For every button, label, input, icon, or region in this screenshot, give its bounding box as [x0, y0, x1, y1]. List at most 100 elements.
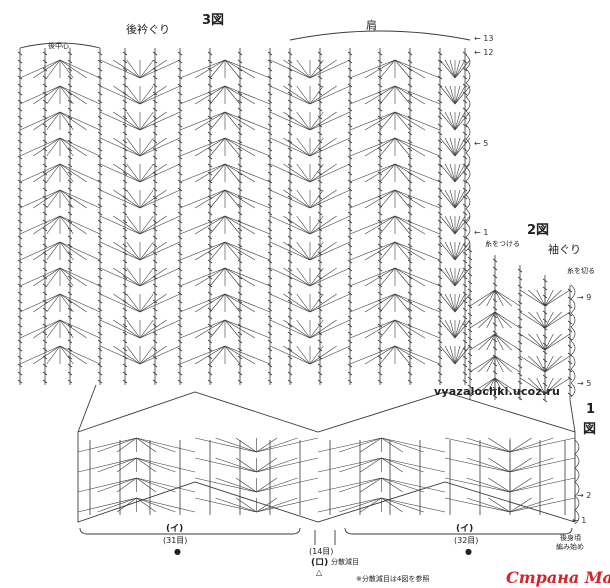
edge-chain-loop: [465, 194, 471, 210]
stitch-tick: [347, 187, 353, 192]
stitch-tick: [287, 155, 293, 160]
stitch-fan-line: [283, 137, 311, 157]
stitch-fan-line: [126, 189, 141, 209]
stitch-fan-line: [394, 215, 426, 235]
stitch-tick: [42, 139, 48, 144]
stitch-fan-line: [283, 59, 311, 79]
stitch-fan-line: [194, 457, 257, 473]
stitch-tick: [437, 307, 443, 312]
stitch-fan-line: [469, 311, 496, 329]
stitch-tick: [567, 384, 573, 389]
stitch-fan-line: [454, 293, 471, 313]
stitch-tick: [67, 371, 73, 376]
stitch-tick: [67, 155, 73, 160]
stitch-tick: [462, 339, 468, 344]
stitch-fan-line: [454, 85, 466, 105]
stitch-fan-line: [59, 111, 101, 131]
stitch-tick: [67, 67, 73, 72]
stitch-tick: [122, 331, 128, 336]
stitch-tick: [177, 347, 183, 352]
stitch-tick: [237, 243, 243, 248]
stitch-fan-line: [309, 111, 351, 131]
stitch-tick: [67, 379, 73, 384]
stitch-fan-line: [209, 59, 226, 79]
stitch-tick: [152, 195, 158, 200]
stitch-tick: [347, 227, 353, 232]
stitch-fan-line: [139, 293, 167, 313]
stitch-tick: [462, 187, 468, 192]
stitch-tick: [17, 211, 23, 216]
stitch-fan-line: [113, 241, 141, 261]
stitch-fan-line: [309, 85, 324, 105]
stitch-tick: [42, 123, 48, 128]
stitch-fan-line: [126, 319, 141, 339]
stitch-fan-line: [296, 241, 311, 261]
stitch-tick: [317, 371, 323, 376]
stitch-tick: [207, 331, 213, 336]
stitch-tick: [97, 259, 103, 264]
stitch-tick: [207, 379, 213, 384]
stitch-fan-line: [296, 85, 311, 105]
stitch-fan-line: [454, 215, 461, 235]
stitch-fan-line: [536, 311, 546, 329]
stitch-tick: [287, 99, 293, 104]
stitch-fan-line: [494, 333, 512, 351]
stitch-fan-line: [19, 319, 61, 339]
stitch-fan-line: [256, 477, 298, 493]
stitch-fan-line: [379, 111, 396, 131]
stitch-tick: [437, 107, 443, 112]
stitch-fan-line: [309, 241, 351, 261]
stitch-tick: [67, 243, 73, 248]
stitch-fan-line: [113, 319, 141, 339]
stitch-tick: [97, 243, 103, 248]
stitch-fan-line: [126, 163, 141, 183]
stitch-fan-line: [99, 319, 141, 339]
stitch-tick: [462, 355, 468, 360]
stitch-tick: [267, 139, 273, 144]
stitch-tick: [122, 363, 128, 368]
stitch-fan-line: [139, 111, 167, 131]
stitch-tick: [42, 339, 48, 344]
stitch-tick: [122, 139, 128, 144]
stitch-tick: [467, 264, 473, 269]
stitch-fan-line: [139, 215, 167, 235]
stitch-fan-line: [364, 85, 396, 105]
stitch-fan-line: [454, 189, 461, 209]
stitch-fan-line: [394, 241, 426, 261]
stitch-fan-line: [454, 137, 466, 157]
stitch-tick: [67, 235, 73, 240]
stitch-fan-line: [194, 267, 226, 287]
stitch-fan-line: [194, 497, 257, 513]
stitch-fan-line: [519, 289, 546, 307]
stitch-tick: [207, 243, 213, 248]
stitch-tick: [407, 211, 413, 216]
stitch-tick: [152, 283, 158, 288]
stitch-fan-line: [194, 437, 257, 453]
stitch-tick: [42, 291, 48, 296]
stitch-fan-line: [269, 345, 311, 365]
stitch-tick: [287, 339, 293, 344]
stitch-tick: [42, 91, 48, 96]
stitch-tick: [377, 219, 383, 224]
stitch-tick: [17, 259, 23, 264]
stitch-fan-line: [454, 59, 461, 79]
stitch-tick: [517, 300, 523, 305]
stitch-fan-line: [394, 267, 411, 287]
stitch-tick: [237, 203, 243, 208]
stitch-fan-line: [449, 189, 456, 209]
stitch-fan-line: [469, 333, 496, 351]
stitch-tick: [17, 67, 23, 72]
stitch-tick: [407, 259, 413, 264]
stitch-fan-line: [449, 59, 456, 79]
start-knitting-label: 編み始め: [556, 543, 584, 551]
stitch-fan-line: [528, 377, 546, 395]
stitch-tick: [377, 251, 383, 256]
stitch-fan-line: [454, 319, 461, 339]
stitch-fan-line: [99, 293, 141, 313]
stitch-tick: [517, 324, 523, 329]
back-neckline-label: 後衿ぐり: [126, 23, 170, 36]
stitch-tick: [122, 315, 128, 320]
stitch-tick: [267, 131, 273, 136]
stitch-tick: [177, 195, 183, 200]
stitch-fan-line: [339, 477, 382, 493]
